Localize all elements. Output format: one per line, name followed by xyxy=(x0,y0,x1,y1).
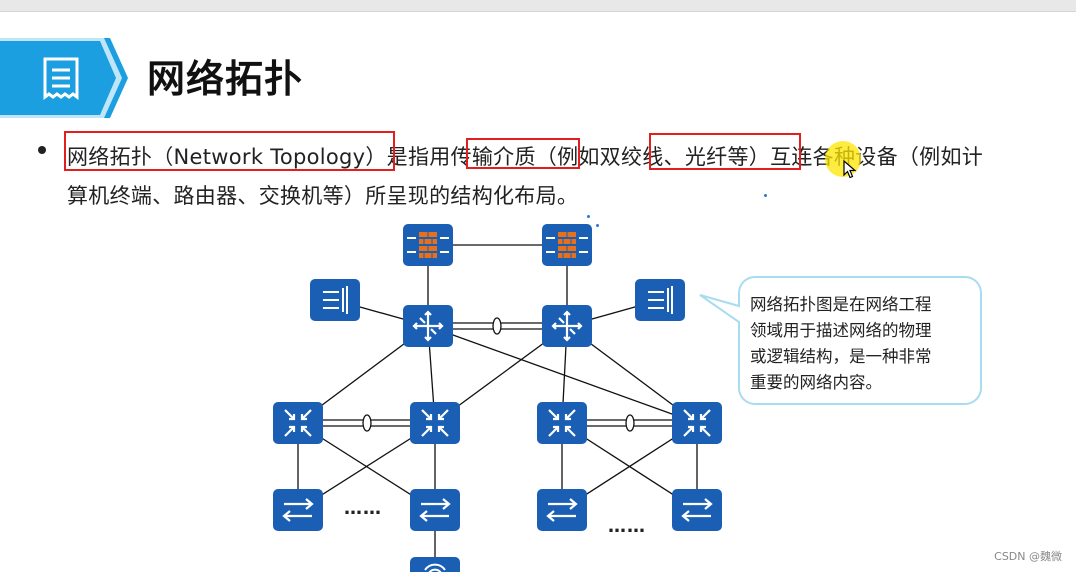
window-top-bar xyxy=(0,0,1076,12)
highlight-network-topology xyxy=(64,131,395,171)
router-icon xyxy=(542,305,592,347)
link-aggregation-marks xyxy=(362,317,635,432)
callout-line: 领域用于描述网络的物理 xyxy=(750,321,932,340)
layer3-switch-icon xyxy=(410,402,460,444)
callout-line: 网络拓扑图是在网络工程 xyxy=(750,295,932,314)
ellipsis-right: …… xyxy=(608,516,646,537)
mouse-pointer-icon xyxy=(843,160,857,179)
callout-line: 或逻辑结构，是一种非常 xyxy=(750,347,932,366)
switch-icon xyxy=(273,489,323,531)
annotation-dot xyxy=(587,215,590,218)
callout-bubble xyxy=(699,276,982,405)
switch-icon xyxy=(410,489,460,531)
layer3-switch-icon xyxy=(537,402,587,444)
firewall-icon xyxy=(542,224,592,266)
annotation-dot xyxy=(596,224,599,227)
title-banner xyxy=(0,38,128,118)
layer3-switch-icon xyxy=(672,402,722,444)
callout-text: 网络拓扑图是在网络工程 领域用于描述网络的物理 或逻辑结构，是一种非常 重要的网… xyxy=(750,292,972,396)
server-icon xyxy=(635,279,685,321)
firewall-icon xyxy=(403,224,453,266)
annotation-dot xyxy=(764,194,767,197)
switch-icon xyxy=(537,489,587,531)
layer3-switch-icon xyxy=(273,402,323,444)
page-title: 网络拓扑 xyxy=(147,57,304,101)
wireless-ap-icon xyxy=(410,557,460,572)
switch-icon xyxy=(672,489,722,531)
highlight-transmission-medium xyxy=(466,138,580,169)
highlight-cable-types xyxy=(649,133,801,170)
watermark: CSDN @魏微 xyxy=(994,550,1062,563)
bullet-line-2: 算机终端、路由器、交换机等）所呈现的结构化布局。 xyxy=(67,184,579,208)
ellipsis-left: …… xyxy=(344,498,382,519)
bullet-dot xyxy=(38,146,46,154)
server-icon xyxy=(310,279,360,321)
router-icon xyxy=(403,305,453,347)
callout-line: 重要的网络内容。 xyxy=(750,373,882,392)
document-icon xyxy=(43,57,79,100)
